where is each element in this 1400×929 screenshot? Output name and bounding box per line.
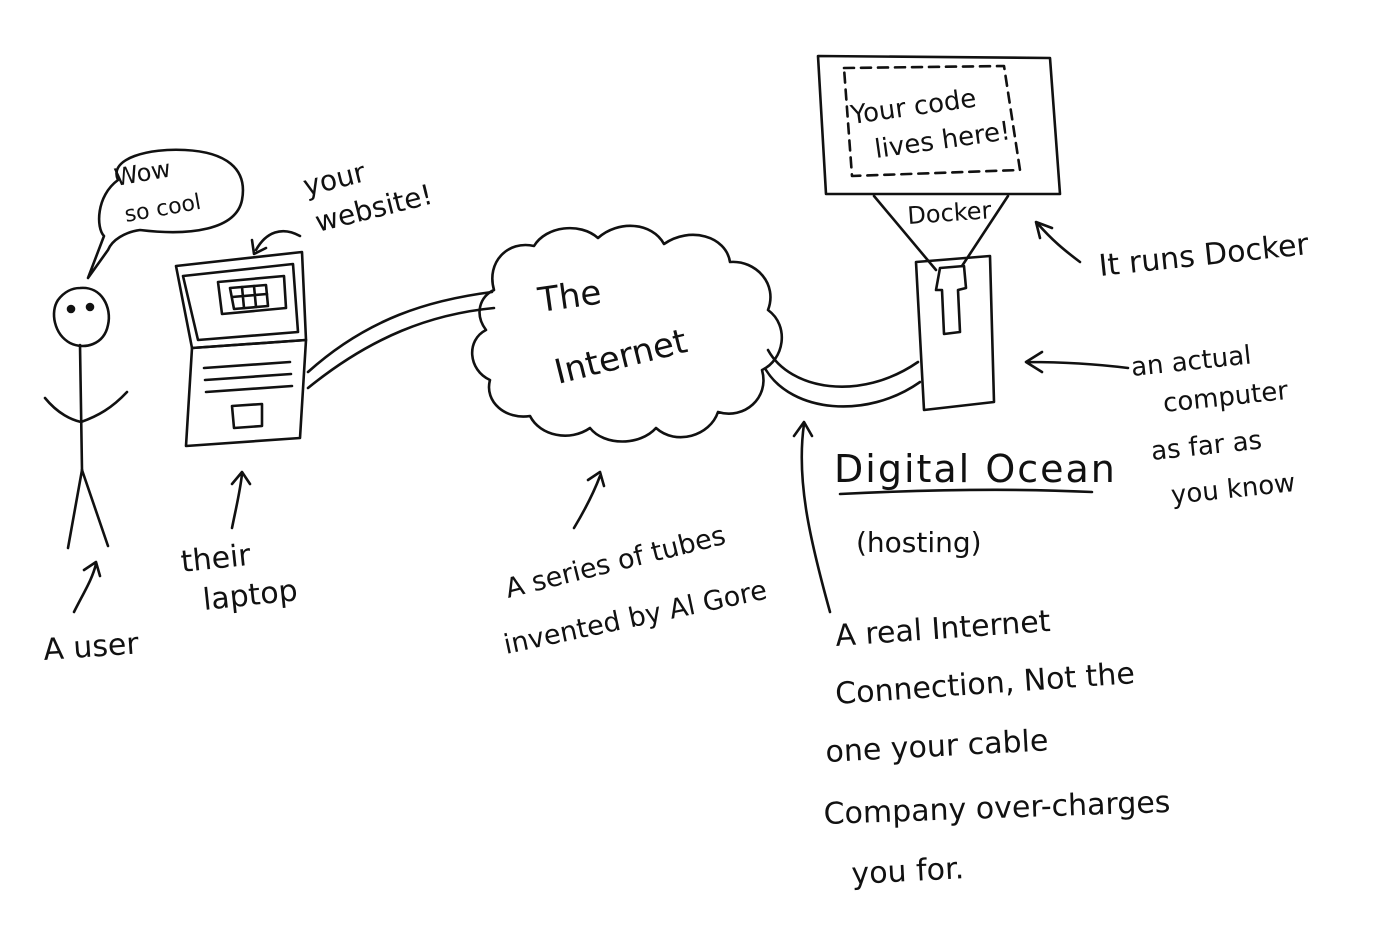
docker-box-label: Docker [906, 196, 992, 230]
internet-cloud [470, 224, 784, 443]
internet-label-2: Internet [551, 321, 692, 392]
docker-arrow [1034, 220, 1082, 264]
speech-text-1: Wow [112, 154, 173, 191]
digital-ocean-label: Digital Ocean [834, 447, 1117, 491]
laptop-label-1: their [179, 538, 253, 580]
connection-label-5: you for. [851, 851, 965, 892]
laptop-drawing [174, 250, 308, 448]
speech-text-2: so cool [123, 190, 203, 228]
docker-container [816, 54, 1062, 272]
hosting-label: (hosting) [856, 526, 982, 559]
laptop-label-2: laptop [201, 573, 299, 618]
computer-label-4: you know [1170, 468, 1297, 511]
speech-bubble [86, 148, 245, 280]
server-tower [914, 254, 996, 412]
tubes-arrow [572, 470, 606, 530]
cable-laptop-internet [306, 290, 494, 374]
connection-label-1: A real Internet [834, 604, 1052, 654]
connection-arrow [792, 420, 832, 614]
user-arrow [72, 560, 102, 614]
website-arrow [250, 229, 302, 256]
stick-figure-user [43, 286, 129, 550]
cable-internet-server [766, 348, 920, 388]
computer-label-2: computer [1162, 376, 1290, 419]
connection-label-2: Connection, Not the [834, 656, 1136, 712]
laptop-arrow [230, 470, 252, 530]
digital-ocean-underline [838, 488, 1094, 496]
computer-label-1: an actual [1130, 341, 1253, 383]
internet-label-1: The [535, 272, 604, 321]
runs-docker-label: It runs Docker [1097, 227, 1311, 284]
code-box [842, 64, 1022, 178]
computer-arrow [1024, 350, 1130, 374]
connection-label-3: one your cable [825, 723, 1050, 770]
user-label: A user [42, 626, 140, 668]
computer-label-3: as far as [1150, 425, 1264, 466]
connection-label-4: Company over-charges [823, 785, 1171, 832]
